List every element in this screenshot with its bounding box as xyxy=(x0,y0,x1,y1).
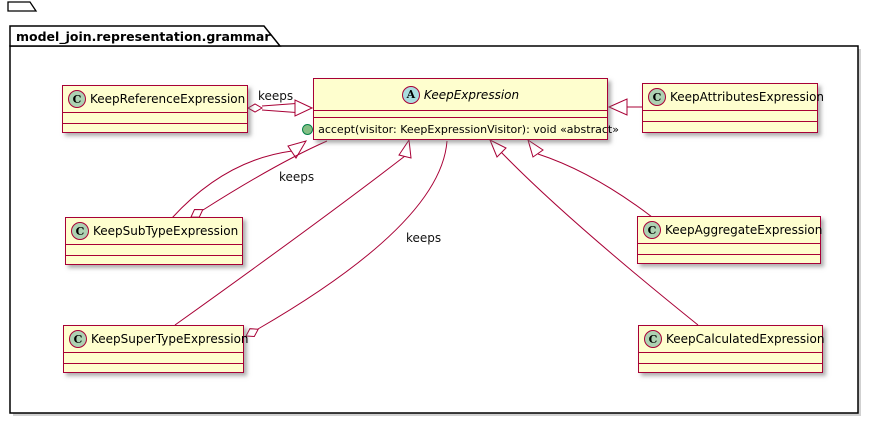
class-spot-icon: C xyxy=(648,88,666,106)
generalization-arrowhead-attributes xyxy=(607,98,628,116)
edge-supertype-generalization-line xyxy=(174,155,406,326)
class-keep-supertype-expression: C KeepSuperTypeExpression xyxy=(63,325,249,374)
edge-supertype-aggregation-line xyxy=(257,140,448,330)
generalization-arrowhead-subtype xyxy=(287,140,308,159)
edge-subtype-generalization-line xyxy=(171,150,293,219)
generalization-arrowhead-calculated xyxy=(489,138,507,158)
fields-compartment xyxy=(64,352,243,363)
class-keep-calculated-expression: C KeepCalculatedExpression xyxy=(638,325,825,374)
class-header: A KeepExpression xyxy=(314,79,607,110)
generalization-arrowhead-reference xyxy=(294,99,314,117)
class-spot-icon: C xyxy=(68,90,86,108)
class-spot-icon: C xyxy=(644,330,662,348)
class-header: C KeepSubTypeExpression xyxy=(66,218,242,244)
generalization-arrowhead-supertype xyxy=(398,138,412,159)
package-title: model_join.representation.grammar xyxy=(16,29,271,44)
methods-compartment xyxy=(643,121,817,132)
class-name: KeepReferenceExpression xyxy=(90,92,246,106)
methods-compartment xyxy=(64,363,243,374)
fields-compartment xyxy=(314,110,607,117)
edge-calculated-generalization-line xyxy=(500,151,699,326)
edge-label-keeps-subtype: keeps xyxy=(279,170,315,184)
class-header: C KeepAggregateExpression xyxy=(638,217,823,243)
class-spot-icon: C xyxy=(71,222,89,240)
fields-compartment xyxy=(643,110,817,121)
class-spot-icon: C xyxy=(69,330,87,348)
methods-compartment xyxy=(63,123,247,134)
aggregation-diamond-supertype xyxy=(245,328,260,338)
edge-aggregate-generalization-line xyxy=(537,153,653,218)
edge-label-keeps-supertype: keeps xyxy=(406,231,442,245)
outer-frame-tab-fragment xyxy=(7,1,38,12)
edge-label-keeps-reference: keeps xyxy=(258,89,294,103)
methods-compartment xyxy=(66,255,242,266)
abstract-class-spot-icon: A xyxy=(401,85,420,104)
class-keep-attributes-expression: C KeepAttributesExpression xyxy=(642,83,824,133)
class-name: KeepSubTypeExpression xyxy=(93,224,239,238)
fields-compartment xyxy=(639,352,822,363)
class-name: KeepExpression xyxy=(423,87,520,102)
class-spot-icon: C xyxy=(643,221,661,239)
class-header: C KeepCalculatedExpression xyxy=(639,326,825,352)
edge-reference-aggregation-line xyxy=(261,109,297,113)
aggregation-diamond-reference xyxy=(246,103,264,113)
class-name: KeepAggregateExpression xyxy=(665,223,823,237)
class-keep-aggregate-expression: C KeepAggregateExpression xyxy=(637,216,823,265)
class-name: KeepAttributesExpression xyxy=(670,90,825,104)
class-header: C KeepSuperTypeExpression xyxy=(64,326,249,352)
edge-reference-generalization-line xyxy=(261,103,297,107)
class-name: KeepSuperTypeExpression xyxy=(91,332,249,346)
class-keep-reference-expression: C KeepReferenceExpression xyxy=(62,85,248,133)
public-method-icon xyxy=(302,123,314,135)
fields-compartment xyxy=(638,243,820,254)
fields-compartment xyxy=(66,244,242,255)
method-signature: accept(visitor: KeepExpressionVisitor): … xyxy=(318,122,619,136)
methods-compartment xyxy=(638,254,820,265)
methods-compartment: accept(visitor: KeepExpressionVisitor): … xyxy=(302,117,619,140)
class-header: C KeepReferenceExpression xyxy=(63,86,247,112)
edge-subtype-aggregation-line xyxy=(202,140,328,211)
class-keep-expression: A KeepExpression accept(visitor: KeepExp… xyxy=(302,78,619,140)
class-header: C KeepAttributesExpression xyxy=(643,84,824,110)
package-tab xyxy=(9,25,282,47)
fields-compartment xyxy=(63,112,247,123)
methods-compartment xyxy=(639,363,822,374)
generalization-arrowhead-aggregate xyxy=(527,138,544,158)
class-name: KeepCalculatedExpression xyxy=(666,332,825,346)
class-keep-subtype-expression: C KeepSubTypeExpression xyxy=(65,217,243,265)
